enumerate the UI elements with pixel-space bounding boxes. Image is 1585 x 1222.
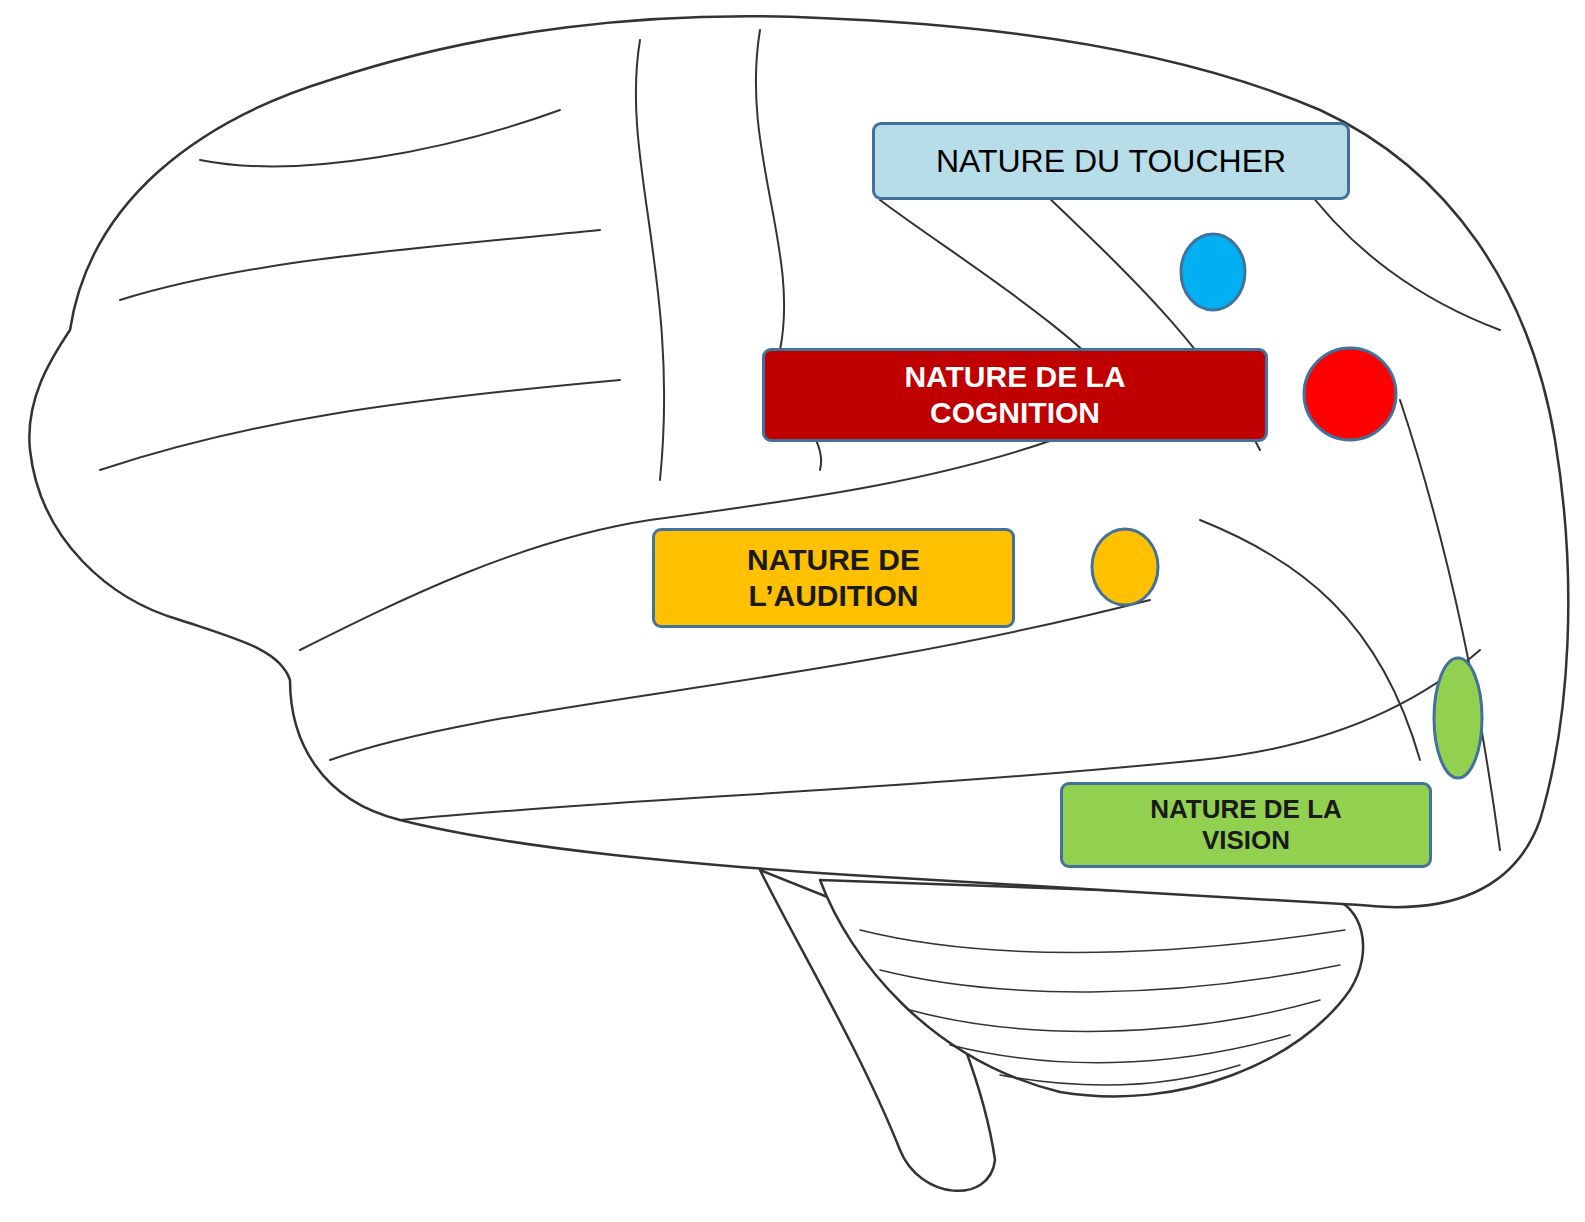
- vision-label-box: NATURE DE LA VISION: [1060, 782, 1432, 868]
- text-stack: NATURE DU TOUCHER: [936, 142, 1286, 180]
- text-stack: NATURE DE LA VISION: [1123, 794, 1369, 856]
- cognition-label-box: NATURE DE LA COGNITION: [762, 348, 1268, 442]
- cerebellum-folds: [860, 930, 1345, 1085]
- touch-label-box: NATURE DU TOUCHER: [872, 122, 1350, 200]
- region-label: NATURE DE L’AUDITION: [669, 542, 998, 614]
- touch-area-dot: [1181, 234, 1245, 310]
- text-stack: NATURE DE L’AUDITION: [669, 542, 998, 614]
- vision-area-dot: [1434, 658, 1482, 778]
- cerebrum-outline: [29, 16, 1568, 907]
- region-label: NATURE DU TOUCHER: [936, 142, 1286, 180]
- hearing-label-box: NATURE DE L’AUDITION: [652, 528, 1015, 628]
- cerebellum: [820, 880, 1363, 1096]
- region-label: NATURE DE LA COGNITION: [865, 359, 1165, 431]
- sulci: [100, 30, 1500, 850]
- text-stack: NATURE DE LA COGNITION: [865, 359, 1165, 431]
- hearing-area-dot: [1092, 529, 1158, 605]
- cognition-area-dot: [1304, 348, 1396, 440]
- region-label: NATURE DE LA VISION: [1123, 794, 1369, 856]
